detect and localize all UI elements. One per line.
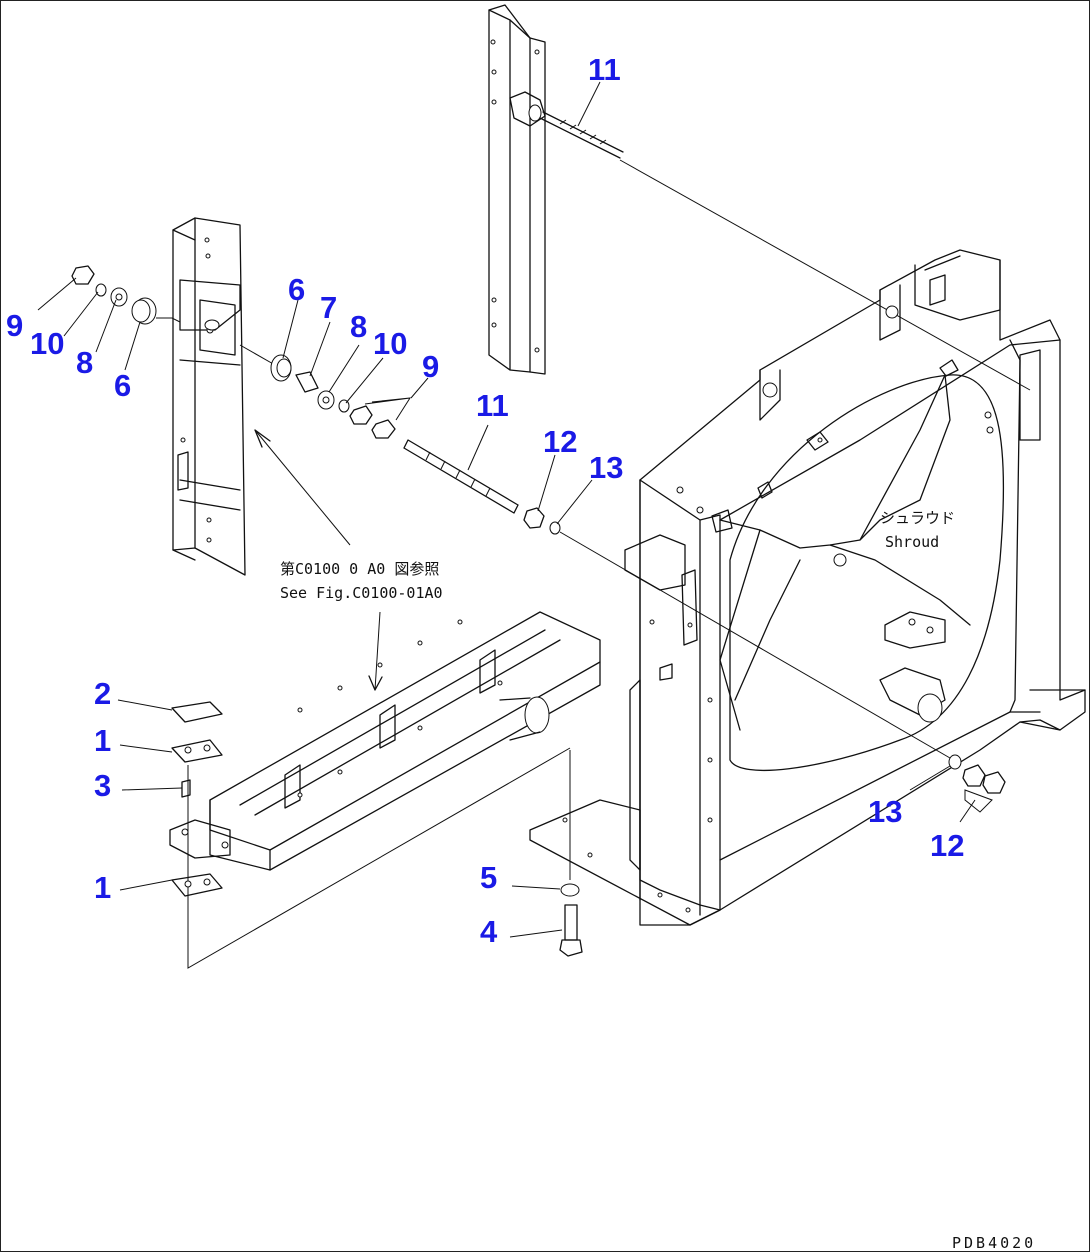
callout-12-mid: 12: [543, 424, 577, 459]
callout-1-upper: 1: [94, 723, 111, 758]
left-stay-bracket: [172, 217, 246, 576]
shroud-label-en: Shroud: [885, 533, 939, 551]
radiator-frame: [529, 249, 1086, 926]
bolt-and-washer: [509, 750, 583, 957]
callout-10-left: 10: [30, 326, 64, 361]
callout-8-right: 8: [350, 309, 367, 344]
upper-right-stay-bracket: [488, 4, 546, 375]
callout-11-mid: 11: [476, 388, 509, 423]
callout-2: 2: [94, 676, 111, 711]
drawing-code: PDB4020: [952, 1234, 1036, 1252]
callout-3: 3: [94, 768, 111, 803]
callout-6-left: 6: [114, 368, 131, 403]
part-11-upper-rod: [539, 81, 1031, 391]
callout-13-right: 13: [868, 794, 902, 829]
callout-8-left: 8: [76, 345, 93, 380]
reference-note-jp: 第C0100 0 A0 図参照: [280, 560, 439, 578]
right-hardware-stack: [239, 299, 429, 439]
callout-10-right: 10: [373, 326, 407, 361]
callout-7: 7: [320, 290, 337, 325]
reference-note-en: See Fig.C0100-01A0: [280, 584, 443, 602]
lower-frame-reference: [169, 611, 601, 969]
callout-9-left: 9: [6, 308, 23, 343]
shroud-label-jp: シュラウド: [880, 509, 955, 527]
callout-6-right: 6: [288, 272, 305, 307]
shim-plates: [117, 699, 223, 897]
callout-12-right: 12: [930, 828, 964, 863]
callout-11-top: 11: [588, 52, 621, 87]
callout-1-lower: 1: [94, 870, 111, 905]
reference-arrow-upper: [254, 429, 351, 546]
callout-5: 5: [480, 860, 497, 895]
left-hardware-stack: [37, 265, 181, 371]
callout-13-mid: 13: [589, 450, 623, 485]
callout-4: 4: [480, 914, 498, 949]
right-nut-washer: [909, 754, 1006, 823]
part-11-middle-rod: [403, 424, 951, 759]
callout-9-right: 9: [422, 349, 439, 384]
